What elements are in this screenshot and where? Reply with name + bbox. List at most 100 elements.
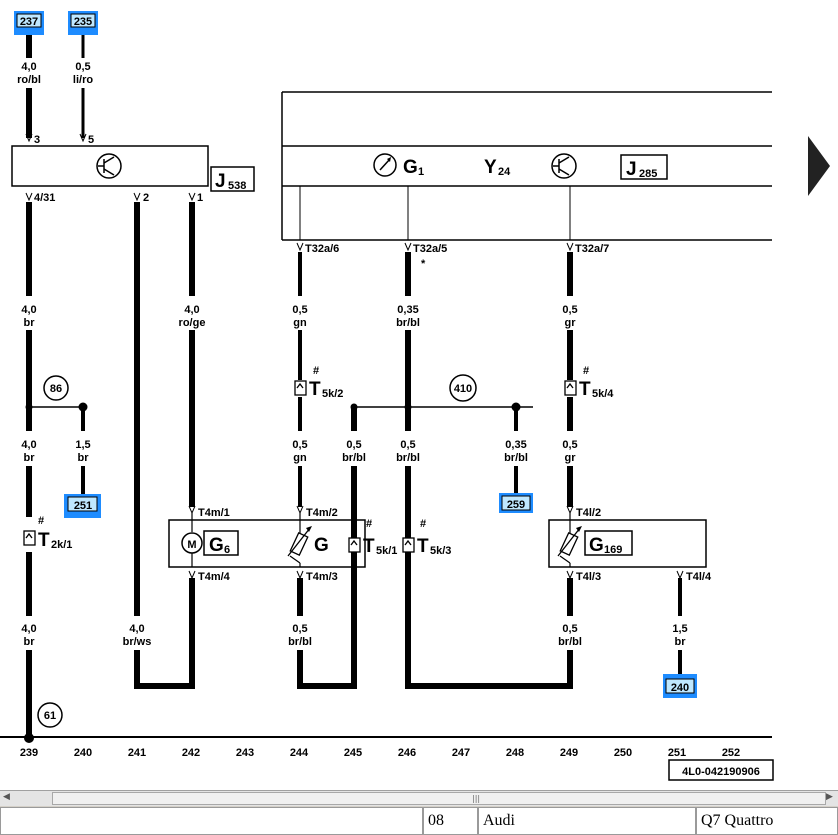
doc-number: 4L0-042190906 [682,766,760,778]
connector-235-label: 235 [74,16,92,28]
connector-237-label: 237 [20,16,38,28]
axis-label: 247 [452,747,470,759]
ground-point-86[interactable] [43,375,69,401]
axis-label: 241 [128,747,146,759]
gauge-icon [373,153,397,177]
wire-col245-color: br/bl [342,452,366,464]
wire-col244-b-color: gn [293,452,307,464]
j285-label: J [626,159,637,180]
ground-point-410[interactable] [449,374,477,402]
wire-col246-a-size: 0,35 [397,304,418,316]
plug-t2k1-icon [23,530,36,546]
j538-pin-4-31: 4/31 [34,192,55,204]
y24-label: Y [484,157,497,178]
j538-transistor-icon [96,153,122,179]
j538-name-box [210,166,255,192]
t2k1-hash: # [38,515,44,527]
wire-col242-size: 4,0 [184,304,199,316]
axis-label: 244 [290,747,309,759]
scroll-left-icon[interactable]: ◀ [3,792,10,802]
wire-col244-c-color: br/bl [288,636,312,648]
plug-t5k4-sub: 5k/4 [592,388,614,400]
t5k4-hash: # [583,365,589,377]
g169-pin-t4l2: T4l/2 [576,507,601,519]
wire-237-size: 4,0 [21,61,36,73]
wire-col242-color: ro/ge [179,317,206,329]
g1-label: G [403,157,418,178]
wire-235-size: 0,5 [75,61,90,73]
wire-col244-a-size: 0,5 [292,304,307,316]
axis-label: 248 [506,747,524,759]
wire-235-color: li/ro [73,74,93,86]
plug-t5k4-label: T [579,379,591,400]
wire-col246-a-color: br/bl [396,317,420,329]
wire-col244-c-size: 0,5 [292,623,307,635]
g6-pin-t4m1: T4m/1 [198,507,230,519]
wire-col239-a-color: br [24,317,36,329]
plug-t5k2-label: T [309,379,321,400]
horizontal-scrollbar[interactable]: ◀ ||| ▶ [0,790,838,807]
connector-259-label: 259 [507,499,525,511]
wire-col239-b-color: br [24,452,36,464]
axis-label: 252 [722,747,740,759]
y24-label-sub: 24 [498,166,511,178]
axis-label: 240 [74,747,92,759]
axis-label: 239 [20,747,38,759]
wire-col249-a-size: 0,5 [562,304,577,316]
axis-label: 246 [398,747,416,759]
plug-t5k4-icon [564,380,577,396]
star-note: * [421,258,426,270]
wire-col239-a-size: 4,0 [21,304,36,316]
wire-col251-color: br [675,636,687,648]
wire-col239-b-size: 4,0 [21,439,36,451]
cluster-pin-t32a-7: T32a/7 [575,243,609,255]
cluster-pin-t32a-5: T32a/5 [413,243,447,255]
wire-col239-c-size: 4,0 [21,623,36,635]
j538-name: J [215,171,226,192]
g169-label: G [589,535,604,556]
wire-col241-color: br/ws [123,636,152,648]
j538-control-unit[interactable] [11,145,209,187]
j538-name-sub: 538 [228,180,246,192]
connector-251-label: 251 [74,500,92,512]
wire-col244-b-size: 0,5 [292,439,307,451]
wire-col249-b-size: 0,5 [562,439,577,451]
plug-t5k1-icon [348,537,361,553]
j538-pin-1: 1 [197,192,203,204]
j538-pin-2: 2 [143,192,149,204]
axis-label: 251 [668,747,686,759]
plug-t2k1-sub: 2k/1 [51,539,72,551]
ground-point-61-label: 61 [44,710,56,722]
j538-pin-5: 5 [88,134,94,146]
g169-label-sub: 169 [604,544,622,556]
plug-t5k3-icon [402,537,415,553]
plug-t5k3-label: T [417,536,429,557]
fuel-level-sender-2-icon [557,526,582,557]
g1-label-sub: 1 [418,166,424,178]
wire-col239-c-color: br [24,636,36,648]
status-cell-empty [0,807,423,835]
axis-label: 250 [614,747,632,759]
plug-t5k2-icon [294,380,307,396]
wire-col245-size: 0,5 [346,439,361,451]
wiring-diagram: 237 235 4,0 ro/bl 0,5 li/ro 3 5 J 538 4/… [0,11,774,781]
g-sender-label: G [314,535,329,556]
wire-col244-a-color: gn [293,317,307,329]
plug-t5k3-sub: 5k/3 [430,545,451,557]
j538-pin-3: 3 [34,134,40,146]
status-model: Q7 Quattro [696,807,838,835]
axis-label: 242 [182,747,200,759]
cluster-pin-t32a-6: T32a/6 [305,243,339,255]
g169-pin-t4l4: T4l/4 [686,571,712,583]
fuel-level-sender-icon [287,526,312,557]
status-make: Audi [478,807,696,835]
g6-label: G [209,535,224,556]
t5k2-hash: # [313,365,319,377]
scroll-right-icon[interactable]: ▶ [826,792,833,802]
scrollbar-thumb[interactable] [52,792,826,805]
g6-pin-t4m4: T4m/4 [198,571,231,583]
doc-number-box [668,759,774,781]
next-page-arrow-icon[interactable] [808,136,830,196]
ground-point-61[interactable] [37,702,63,728]
